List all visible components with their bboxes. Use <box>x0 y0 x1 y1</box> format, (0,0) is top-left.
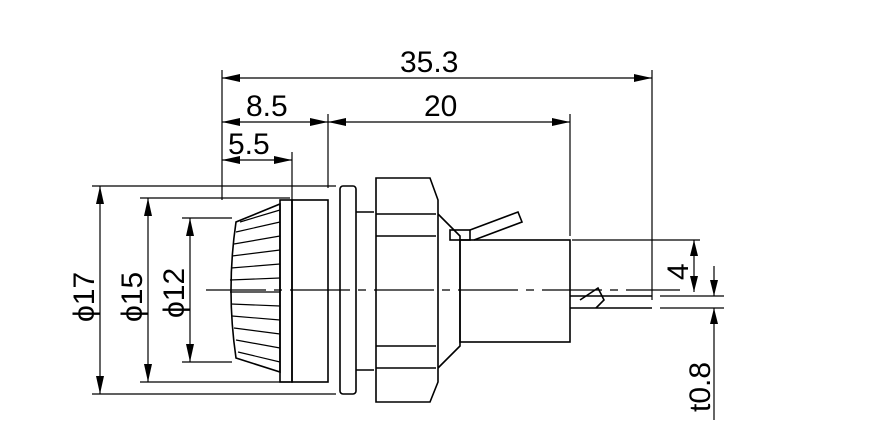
cap-body <box>291 199 329 383</box>
dimension-phi-15: ϕ15 <box>116 197 290 383</box>
body-taper <box>437 213 461 369</box>
dim-label-phi-12: ϕ12 <box>158 268 191 318</box>
dim-label-8-5: 8.5 <box>246 90 288 123</box>
cap-ring <box>279 199 293 383</box>
dim-label-phi-15: ϕ15 <box>116 272 149 322</box>
solder-tab-top <box>449 210 524 241</box>
dim-label-4: 4 <box>662 263 695 280</box>
rear-body <box>459 239 571 343</box>
dim-label-20: 20 <box>424 90 457 123</box>
dimension-20: 20 <box>328 90 571 236</box>
dim-label-t0-8: t0.8 <box>684 362 717 412</box>
dim-label-35-3: 35.3 <box>400 46 458 79</box>
dimension-4: 4 <box>572 239 700 292</box>
dimension-t0-8: t0.8 <box>660 266 724 420</box>
knurled-cap <box>229 202 281 374</box>
dimension-8-5: 8.5 <box>222 90 329 188</box>
dimension-5-5: 5.5 <box>222 128 293 200</box>
dim-label-phi-17: ϕ17 <box>68 272 101 322</box>
dimension-phi-12: ϕ12 <box>158 217 232 363</box>
dimension-phi-17: ϕ17 <box>68 185 336 395</box>
hex-nut <box>375 177 439 403</box>
dim-label-5-5: 5.5 <box>228 128 270 161</box>
dimension-35-3: 35.3 <box>221 46 653 300</box>
rear-terminal <box>570 286 652 309</box>
